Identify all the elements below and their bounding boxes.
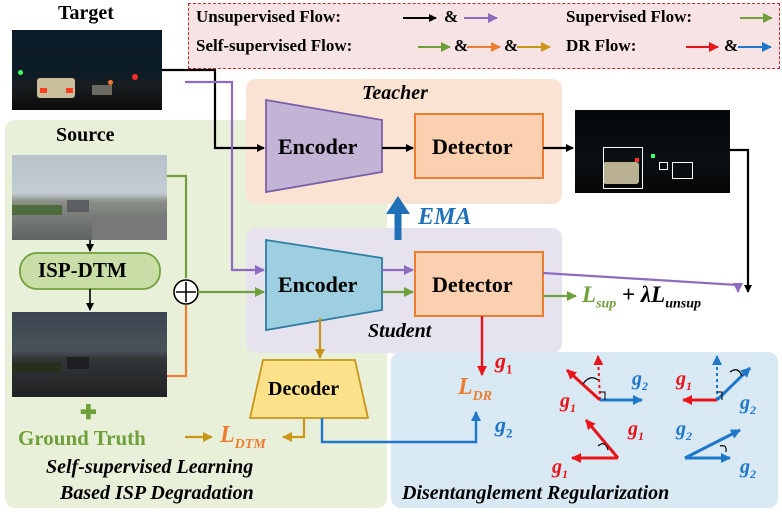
student-detector-shape bbox=[414, 251, 544, 317]
d3-g1-top: g1 bbox=[628, 418, 644, 443]
l-dtm-subscript: DTM bbox=[234, 436, 266, 452]
source-image bbox=[12, 155, 167, 240]
legend-amp-4: & bbox=[724, 36, 739, 55]
loss-plus: + bbox=[622, 282, 636, 307]
legend-self-supervised: Self-supervised Flow: bbox=[196, 36, 353, 55]
legend-amp-3: & bbox=[504, 36, 519, 55]
isp-dtm-label: ISP-DTM bbox=[38, 258, 127, 282]
d1-g2: g2 bbox=[632, 368, 648, 393]
ssl-caption-2: Based ISP Degradation bbox=[60, 482, 254, 504]
teacher-encoder-label: Encoder bbox=[278, 134, 358, 159]
legend-unsupervised: Unsupervised Flow: bbox=[196, 7, 341, 26]
l-dtm: LDTM bbox=[220, 422, 266, 453]
dr-g2: g2 bbox=[495, 412, 513, 441]
student-encoder-shape bbox=[265, 238, 383, 332]
decoder-label: Decoder bbox=[268, 378, 340, 400]
detection-output-image bbox=[575, 110, 730, 193]
teacher-encoder-shape bbox=[265, 98, 383, 194]
plus-icon: ✚ bbox=[80, 402, 97, 424]
loss-expression: Lsup + λLunsup bbox=[582, 282, 701, 313]
ema-label: EMA bbox=[418, 204, 472, 230]
legend-arrows bbox=[403, 13, 773, 52]
bbox-car bbox=[603, 147, 643, 189]
l-dr: LDR bbox=[458, 374, 493, 404]
legend-amp-1: & bbox=[444, 7, 459, 26]
decoder-shape bbox=[248, 359, 370, 419]
legend-amp-2: & bbox=[454, 36, 469, 55]
l-unsup: Lunsup bbox=[651, 282, 701, 312]
lambda: λ bbox=[640, 282, 652, 307]
legend-dr: DR Flow: bbox=[566, 36, 637, 55]
student-detector-label: Detector bbox=[432, 272, 513, 297]
d1-g1: g1 bbox=[560, 390, 576, 415]
dr-g1: g1 bbox=[495, 348, 513, 377]
disentanglement-caption: Disentanglement Regularization bbox=[402, 482, 670, 504]
student-encoder-label: Encoder bbox=[278, 272, 358, 297]
bbox-small-1 bbox=[659, 162, 668, 170]
target-image bbox=[12, 30, 162, 110]
target-heading: Target bbox=[58, 2, 114, 24]
d2-g1: g1 bbox=[676, 368, 692, 393]
l-sup: Lsup bbox=[582, 282, 617, 312]
legend-supervised: Supervised Flow: bbox=[566, 7, 693, 26]
d2-g2: g2 bbox=[740, 392, 756, 417]
student-heading: Student bbox=[368, 320, 432, 342]
d3-g1-bottom: g1 bbox=[552, 456, 568, 481]
dr-diagram-4 bbox=[684, 428, 741, 463]
teacher-detector-shape bbox=[414, 113, 544, 179]
dr-diagram-2 bbox=[682, 355, 752, 405]
d4-g2-bottom: g2 bbox=[740, 456, 756, 481]
bbox-small-2 bbox=[672, 162, 693, 179]
d4-g2-top: g2 bbox=[676, 418, 692, 443]
disentanglement-panel bbox=[391, 352, 778, 508]
teacher-heading: Teacher bbox=[362, 82, 428, 104]
dr-diagram-3 bbox=[571, 419, 620, 463]
source-heading: Source bbox=[56, 124, 115, 146]
ssl-caption-1: Self-supervised Learning bbox=[46, 456, 254, 478]
legend-box bbox=[188, 3, 780, 69]
teacher-detector-label: Detector bbox=[432, 134, 513, 159]
degraded-image bbox=[12, 312, 167, 397]
ground-truth-label: Ground Truth bbox=[18, 426, 146, 450]
l-dtm-symbol: L bbox=[220, 422, 235, 448]
dr-diagram-1 bbox=[565, 355, 643, 405]
